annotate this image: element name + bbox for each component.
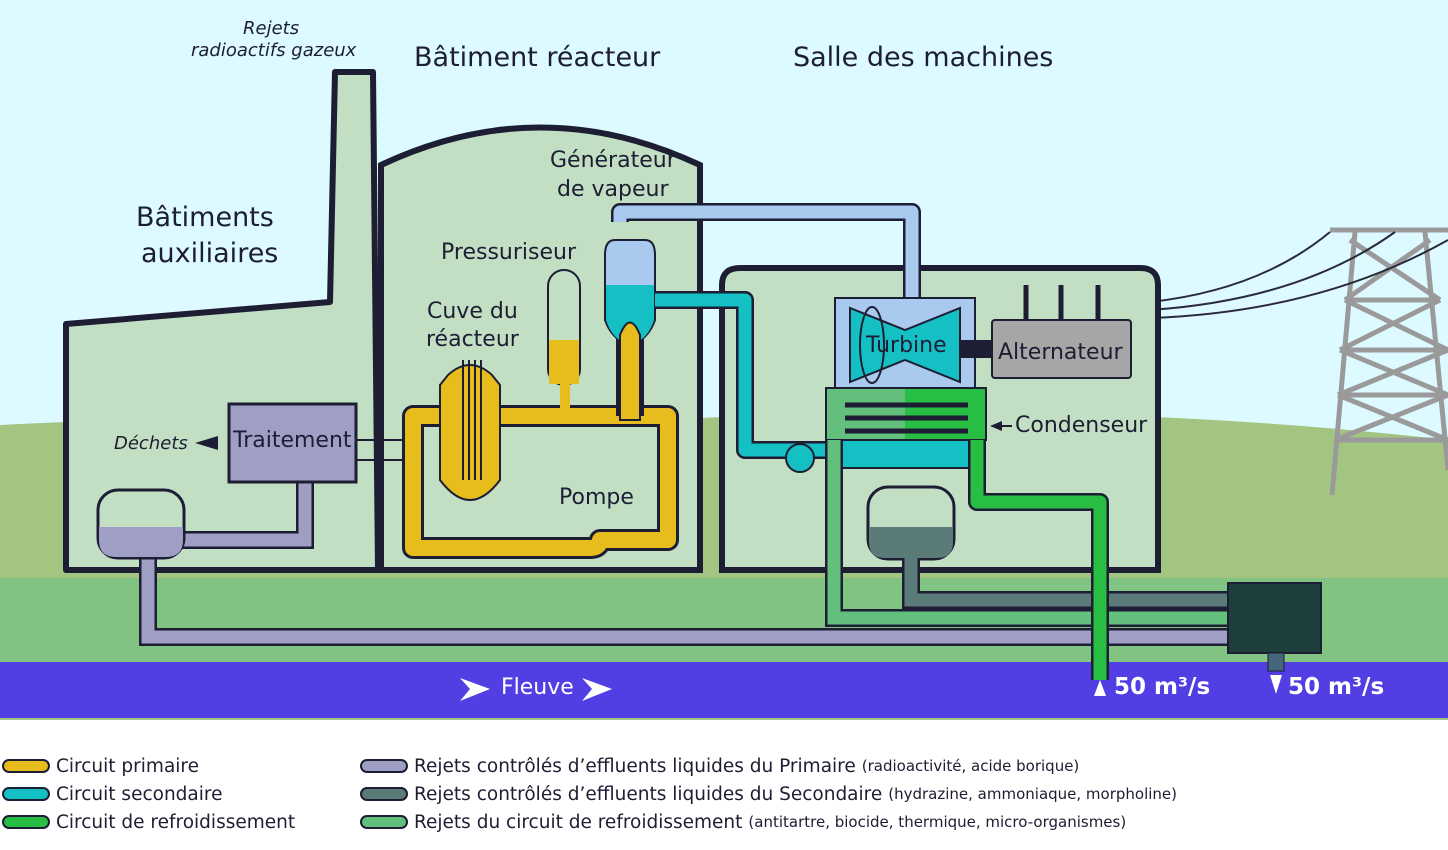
auxiliary-buildings-title: auxiliaires [141, 238, 279, 269]
gaseous-release-label: radioactifs gazeux [191, 40, 357, 61]
pressurizer-label: Pressuriseur [441, 240, 576, 265]
legend-item: Circuit de refroidissement [2, 808, 295, 836]
treatment-unit [227, 402, 358, 484]
turbine-icon [849, 306, 961, 384]
turbine-label: Turbine [866, 333, 947, 358]
primary-effluent-circuit [96, 475, 1230, 646]
condenser-label: Condenseur [1015, 413, 1148, 438]
legend-swatch [2, 815, 50, 829]
pump-label: Pompe [559, 485, 634, 510]
legend-label: Circuit primaire [56, 755, 199, 777]
river [0, 662, 1448, 718]
turbine-shaft [960, 340, 992, 358]
waste-label: Déchets [114, 433, 188, 454]
machine-hall-title: Salle des machines [793, 42, 1054, 73]
outfall-structure [1227, 582, 1322, 654]
alternator-label: Alternateur [998, 340, 1123, 365]
legend-detail: (radioactivité, acide borique) [861, 757, 1080, 775]
waste-arrow-icon [195, 436, 218, 450]
condenser-pointer-icon [990, 421, 1002, 431]
outlet-arrow-icon [1270, 675, 1282, 694]
legend-label: Circuit de refroidissement [56, 811, 296, 833]
intake-arrow-icon [1094, 680, 1106, 696]
legend-detail: (antitartre, biocide, thermique, micro-o… [748, 813, 1127, 831]
treatment-flow-arrows [356, 439, 405, 461]
legend-item: Rejets contrôlés d’effluents liquides du… [360, 780, 1177, 808]
reactor-building-title: Bâtiment réacteur [414, 42, 661, 73]
legend-label: Rejets contrôlés d’effluents liquides du… [414, 755, 856, 777]
steam-generator-label: de vapeur [557, 177, 669, 202]
intake-flow-rate: 50 m³/s [1114, 674, 1211, 700]
steam-generator-label: Générateur [550, 148, 676, 173]
legend-item: Rejets du circuit de refroidissement (ant… [360, 808, 1177, 836]
legend-label: Rejets du circuit de refroidissement [414, 811, 743, 833]
legend-effluents: Rejets contrôlés d’effluents liquides du… [360, 752, 1177, 836]
river-flow-icon [582, 678, 612, 701]
legend-label: Rejets contrôlés d’effluents liquides du… [414, 783, 883, 805]
reactor-vessel-label: réacteur [426, 327, 519, 352]
rotation-arrow-icon [859, 306, 885, 384]
steam-generator [604, 203, 921, 421]
plant-diagram [0, 0, 1448, 720]
power-lines [1149, 231, 1448, 319]
legend-item: Circuit primaire [2, 752, 295, 780]
cooling-circuit [968, 440, 1109, 696]
secondary-effluent-circuit [866, 485, 1230, 609]
legend-swatch [2, 787, 50, 801]
condenser [825, 387, 987, 441]
legend-swatch [360, 759, 408, 773]
treatment-label: Traitement [233, 428, 352, 453]
outlet-flow-rate: 50 m³/s [1288, 674, 1385, 700]
legend-label: Circuit secondaire [56, 783, 223, 805]
legend-swatch [2, 759, 50, 773]
river-label: Fleuve [501, 675, 574, 700]
alternator-terminals [1023, 285, 1101, 320]
legend-swatch [360, 815, 408, 829]
river-flow-icon [460, 678, 490, 701]
legend-item: Rejets contrôlés d’effluents liquides du… [360, 752, 1177, 780]
gaseous-release-label: Rejets [243, 18, 300, 39]
auxiliary-buildings-title: Bâtiments [136, 202, 274, 233]
legend-detail: (hydrazine, ammoniaque, morpholine) [888, 785, 1178, 803]
legend-swatch [360, 787, 408, 801]
legend-item: Circuit secondaire [2, 780, 295, 808]
legend-circuits: Circuit primaire Circuit secondaire Circ… [2, 752, 295, 836]
reactor-vessel-label: Cuve du [427, 299, 518, 324]
